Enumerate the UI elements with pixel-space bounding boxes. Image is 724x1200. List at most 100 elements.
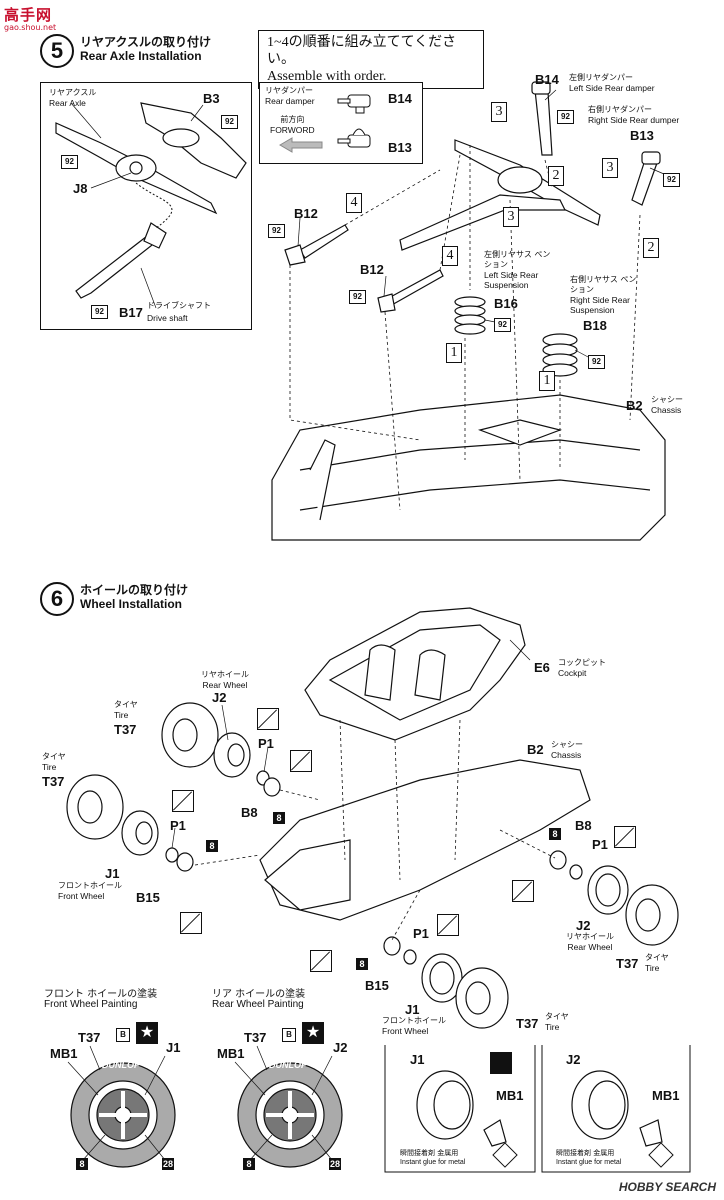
rear-wheel-jp: リヤホイール (201, 670, 249, 679)
part-t37: T37 (42, 774, 65, 789)
chassis-en: Chassis (551, 750, 582, 760)
paint-box (437, 914, 459, 936)
part-b8: B8 (241, 805, 258, 820)
rear-wheel-en: Rear Wheel (202, 680, 248, 690)
color-8-tag: 8 (243, 1158, 255, 1170)
part-b16: B16 (494, 296, 518, 311)
part-p1: P1 (413, 926, 429, 941)
part-e6: E6 (534, 660, 550, 675)
forward-label: 前方向 FORWORD (270, 115, 315, 135)
glue-jp: 瞬間接着剤 金属用 (556, 1149, 615, 1157)
metal-paint-icon (490, 1052, 512, 1074)
seq-1: 1 (539, 371, 555, 391)
part-j8: J8 (73, 181, 88, 196)
dunlop-brand: DUNLOP (269, 1060, 307, 1070)
watermark: 高手网 gao.shou.net (4, 4, 56, 32)
paint-92-tag: 92 (91, 305, 108, 319)
paint-92-tag: 92 (588, 355, 605, 369)
paint-box (310, 950, 332, 972)
color-b-badge: B (116, 1028, 130, 1042)
rear-axle-label: リヤアクスル Rear Axle (49, 88, 96, 108)
step-6-title-en: Wheel Installation (80, 597, 183, 611)
paint-8-tag: 8 (549, 828, 561, 840)
rear-wheel-label: リヤホイール Rear Wheel (560, 932, 620, 952)
front-wheel-en: Front Wheel (382, 1026, 429, 1036)
step-6-number: 6 (40, 582, 74, 616)
glue-mb1: MB1 (496, 1088, 524, 1103)
drive-shaft-en: Drive shaft (147, 313, 188, 323)
tire-label: タイヤ Tire (645, 953, 669, 973)
tire-label: タイヤ Tire (114, 700, 138, 720)
color-8-tag: 8 (76, 1158, 88, 1170)
paint-box (172, 790, 194, 812)
paint-8-tag: 8 (356, 958, 368, 970)
part-j1: J1 (105, 866, 120, 881)
assembly-order-note: 1~4の順番に組み立ててください。 Assemble with order. (258, 30, 484, 89)
front-wheel-label: フロントホイール Front Wheel (58, 881, 122, 901)
paint-box (180, 912, 202, 934)
tire-label: タイヤ Tire (42, 752, 66, 772)
front-wheel-jp: フロントホイール (382, 1016, 446, 1025)
cockpit-label: コックピット Cockpit (558, 658, 606, 678)
seq-1: 1 (446, 343, 462, 363)
paint-box (512, 880, 534, 902)
legend-b14: B14 (388, 91, 412, 106)
paint-box (614, 826, 636, 848)
left-damper-jp: 左側リヤダンパー (569, 73, 633, 82)
part-b18: B18 (583, 318, 607, 333)
paint-8-tag: 8 (206, 840, 218, 852)
star-icon: ★ (136, 1022, 158, 1044)
rear-axle-assembly-drawing (271, 81, 666, 541)
glue-note-rear: 瞬間接着剤 金属用 Instant glue for metal (556, 1148, 621, 1168)
part-b12: B12 (360, 262, 384, 277)
right-susp-en: Right Side Rear Suspension (570, 295, 631, 315)
rear-wheel-label: リヤホイール Rear Wheel (190, 670, 260, 690)
glue-note-front: 瞬間接着剤 金属用 Instant glue for metal (400, 1148, 465, 1168)
legend-b13: B13 (388, 140, 412, 155)
front-wheel-jp: フロントホイール (58, 881, 122, 890)
paint-92-tag: 92 (61, 155, 78, 169)
paint-box (257, 708, 279, 730)
left-damper-label: 左側リヤダンパー Left Side Rear damper (569, 73, 655, 93)
part-t37: T37 (616, 956, 639, 971)
damper-legend-label: リヤダンパー Rear damper (265, 86, 315, 106)
part-b14: B14 (535, 72, 559, 87)
left-susp-en: Left Side Rear Suspension (484, 270, 539, 290)
right-damper-jp: 右側リヤダンパー (588, 105, 652, 114)
right-damper-en: Right Side Rear dumper (588, 115, 680, 125)
color-28-tag: 28 (329, 1158, 341, 1170)
rear-wheel-painting-title: リア ホイールの塗装 Rear Wheel Painting (212, 990, 305, 1010)
paint-t37: T37 (244, 1030, 267, 1045)
part-b3: B3 (203, 91, 220, 106)
paint-92-tag: 92 (557, 110, 574, 124)
tire-jp: タイヤ (114, 700, 138, 709)
forward-en: FORWORD (270, 125, 315, 135)
part-b8: B8 (575, 818, 592, 833)
cockpit-jp: コックピット (558, 658, 606, 667)
tire-en: Tire (42, 762, 57, 772)
step-5-number: 5 (40, 34, 74, 68)
right-susp-jp: 右側リヤサス ペンション (570, 275, 637, 294)
seq-3: 3 (491, 102, 507, 122)
watermark-url: gao.shou.net (4, 23, 57, 32)
tire-jp: タイヤ (545, 1012, 569, 1021)
rear-painting-en: Rear Wheel Painting (212, 999, 304, 1010)
forward-jp: 前方向 (280, 115, 305, 124)
front-wheel-painting-title: フロント ホイールの塗装 Front Wheel Painting (44, 990, 157, 1010)
part-p1: P1 (258, 736, 274, 751)
part-b15: B15 (365, 978, 389, 993)
step-6-title-jp: ホイールの取り付け (80, 583, 189, 597)
glue-j2: J2 (566, 1052, 581, 1067)
note-jp: 1~4の順番に組み立ててください。 (267, 35, 457, 67)
chassis-jp: シャシー (651, 395, 683, 404)
paint-92-tag: 92 (268, 224, 285, 238)
paint-j1: J1 (166, 1040, 181, 1055)
chassis-jp: シャシー (551, 740, 583, 749)
drive-shaft-jp: ドライブシャフト (147, 301, 211, 310)
paint-92-tag: 92 (349, 290, 366, 304)
part-b15: B15 (136, 890, 160, 905)
part-p1: P1 (592, 837, 608, 852)
glue-en: Instant glue for metal (400, 1159, 466, 1166)
rear-axle-jp: リヤアクスル (49, 88, 97, 97)
